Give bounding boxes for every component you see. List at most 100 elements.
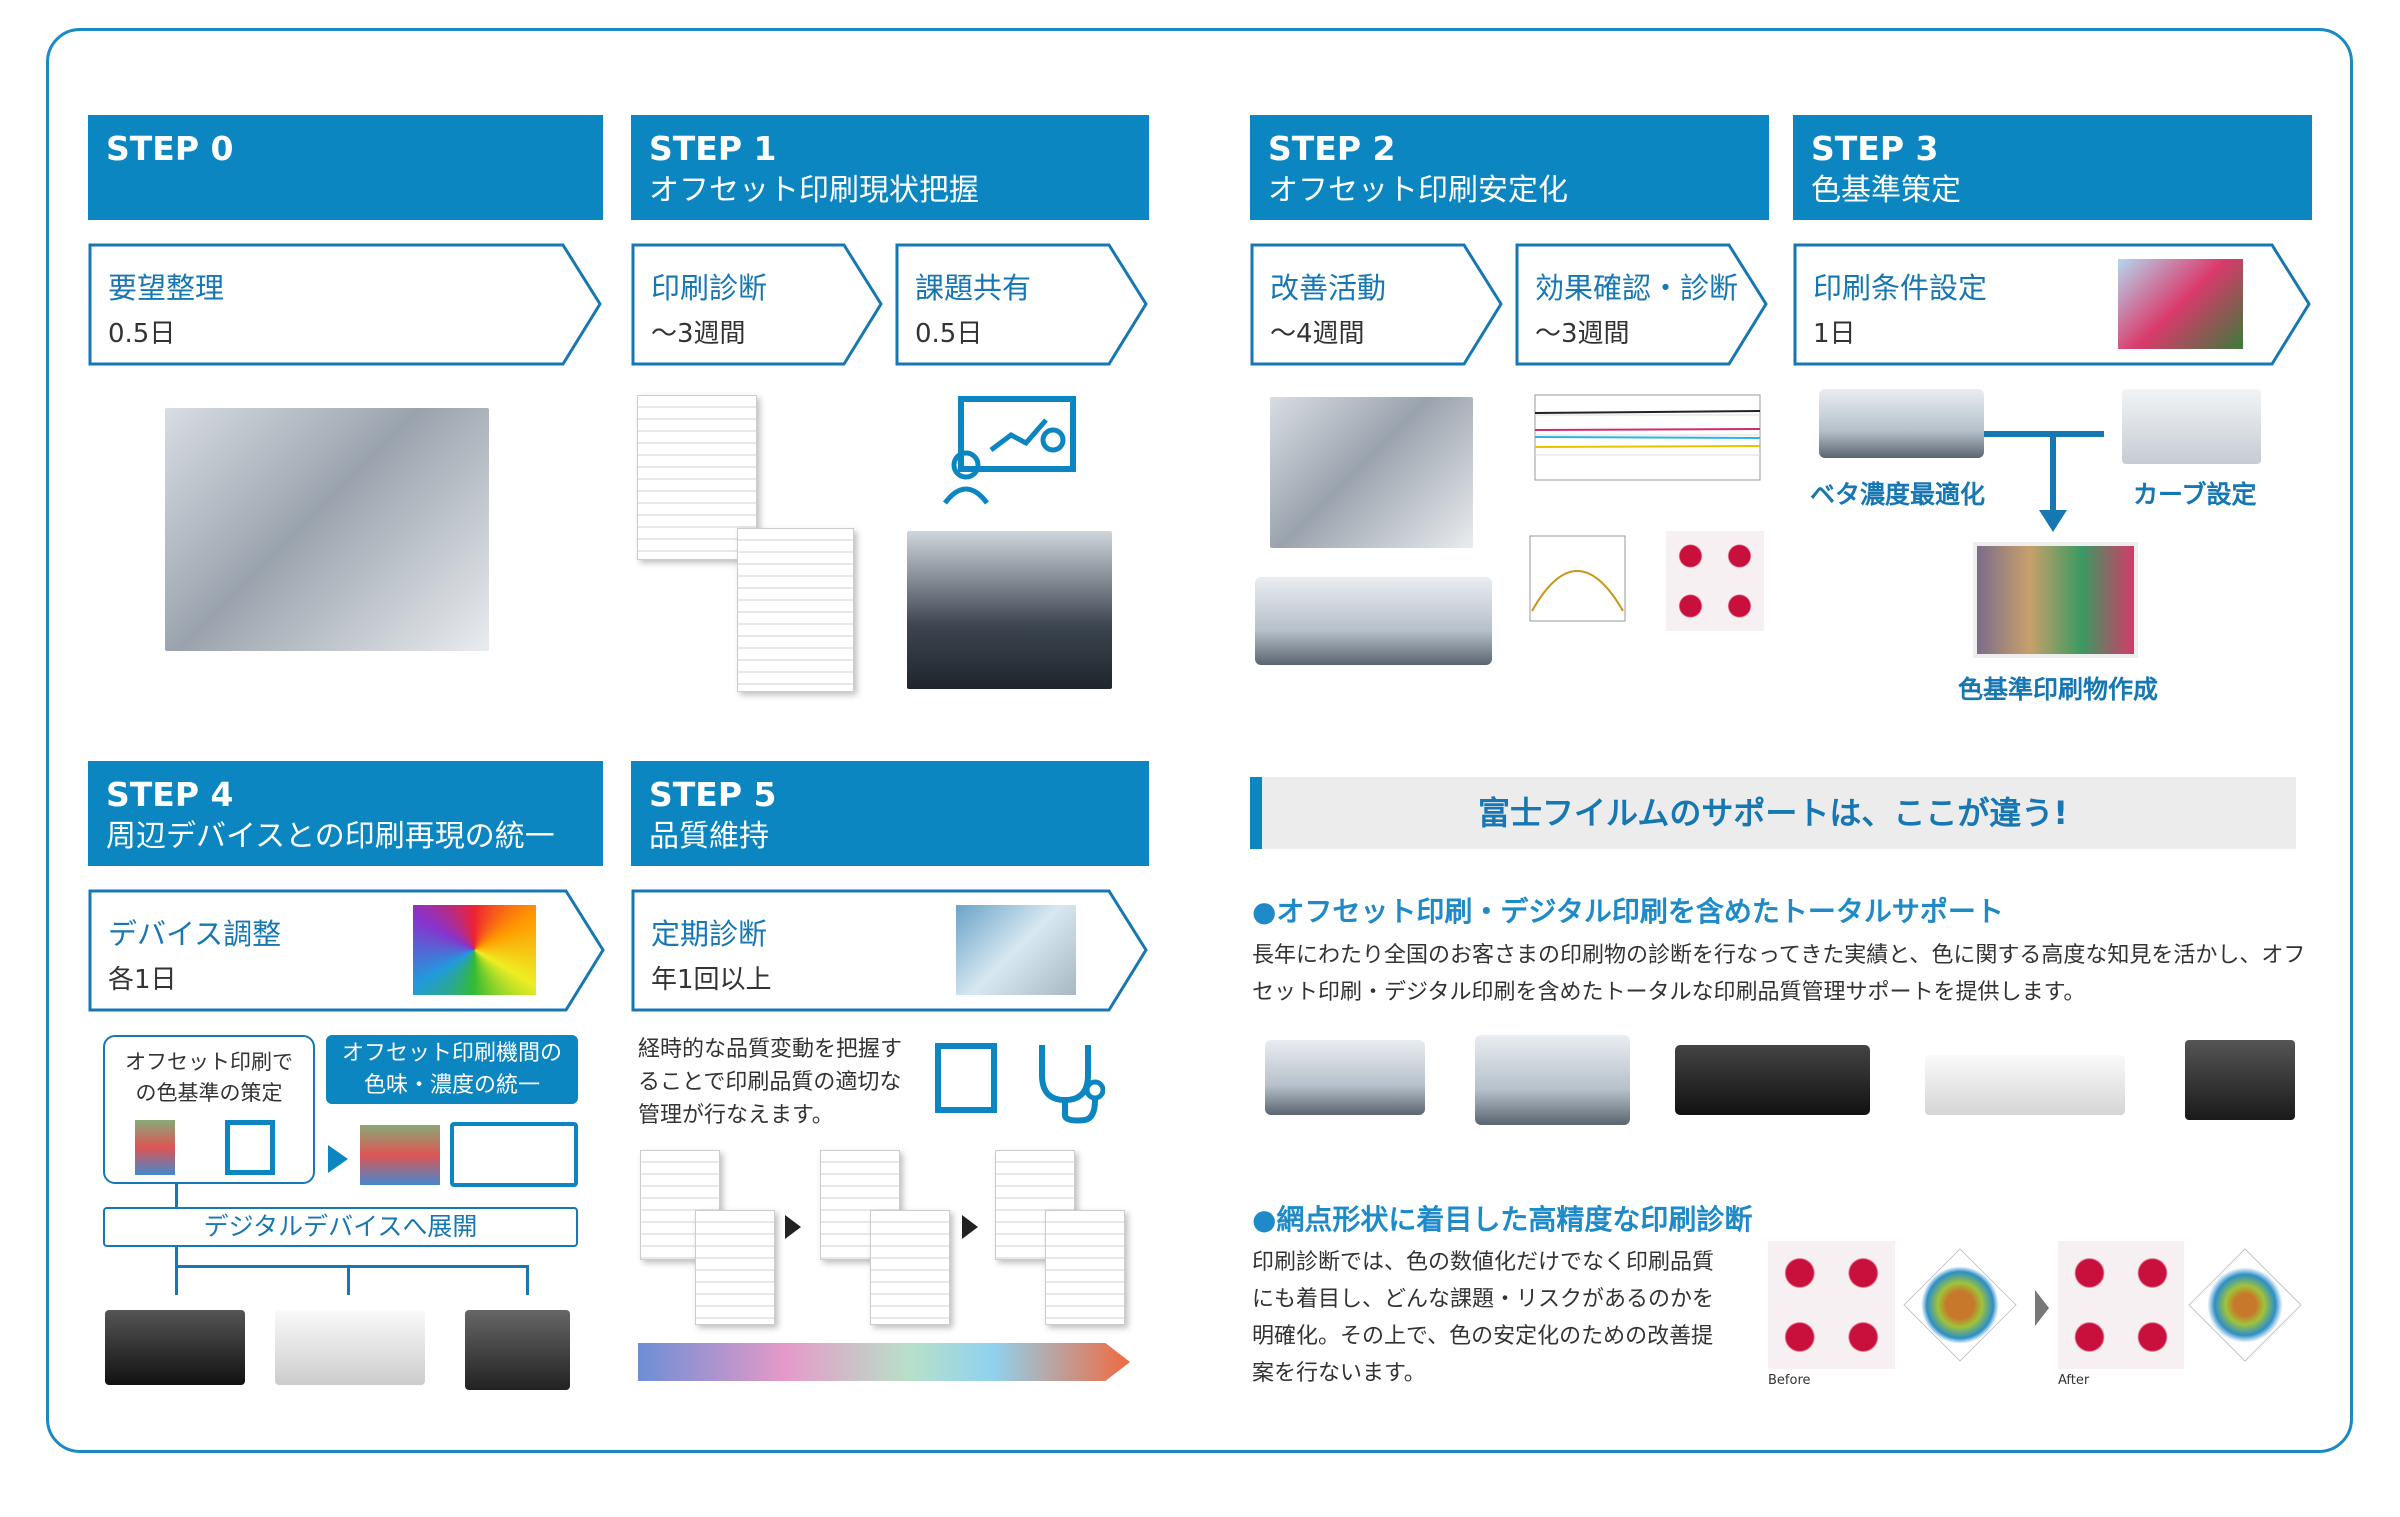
offset-press-image [1819,389,1984,458]
color-chart-image [135,1120,175,1175]
connector-line [1984,431,2104,437]
color-chart-image [360,1125,440,1185]
before-label: Before [1768,1373,1811,1388]
presentation-icon [943,396,1076,505]
print-sample-photo [2118,259,2243,349]
connector-line [2050,431,2056,516]
step-1-task-box: 課題共有 0.5日 [895,243,1149,366]
task-label: 印刷条件設定 [1813,271,1988,305]
step-0-task-box: 要望整理 0.5日 [88,243,603,366]
report-image [995,1150,1075,1260]
arrow-right-icon [962,1215,978,1239]
task-label: 効果確認・診断 [1535,271,1739,305]
color-standard-print-caption: 色基準印刷物作成 [1958,675,2159,704]
color-standard-text: オフセット印刷での色基準の策定 [125,1050,293,1105]
diagnosis-report-image [737,528,854,692]
task-label: 要望整理 [108,271,225,305]
chevron-outline [88,243,602,366]
halftone-diagnosis-heading: ●網点形状に着目した高精度な印刷診断 [1252,1203,1753,1236]
ctp-device-image [2122,389,2261,464]
task-label: デバイス調整 [108,917,282,951]
quality-maintenance-text: 経時的な品質変動を把握することで印刷品質の適切な管理が行なえます。 [638,1037,903,1128]
banner-accent-bar [1250,777,1262,849]
step-2-task-box: 効果確認・診断 〜3週間 [1515,243,1769,366]
task-duration: 〜3週間 [651,319,746,349]
color-standard-box: オフセット印刷での色基準の策定 [103,1035,315,1184]
density-line-chart [1534,394,1761,481]
task-duration: 〜3週間 [1535,319,1630,349]
connector-line [175,1247,178,1267]
connector-line [526,1265,529,1295]
device-calibration-image [413,905,536,995]
connector-line [347,1265,350,1295]
page-frame [46,28,2353,1453]
support-banner: 富士フイルムのサポートは、ここが違う! [1250,777,2296,849]
chevron-outline [1250,243,1503,366]
periodic-diagnosis-photo [956,905,1076,995]
digital-press-image [1925,1055,2125,1115]
offset-press-icon [450,1122,578,1187]
seasons-timeline-bar [638,1343,1130,1381]
task-duration: 0.5日 [915,319,983,349]
large-format-printer-image [465,1310,570,1390]
task-label: 改善活動 [1270,271,1387,305]
meeting-photo [165,408,489,651]
connector-line [175,1265,178,1295]
step-5-header: STEP 5 品質維持 [631,761,1149,866]
arrow-down-icon [2039,510,2067,532]
step-3-header: STEP 3 色基準策定 [1793,115,2312,220]
step-title: オフセット印刷現状把握 [649,173,979,208]
step-number: STEP 3 [1811,129,1939,168]
step-0-header: STEP 0 [88,115,603,220]
task-label: 印刷診断 [651,271,768,305]
offset-press-image [1255,577,1492,665]
total-support-heading: ●オフセット印刷・デジタル印刷を含めたトータルサポート [1252,895,2004,928]
after-label: After [2058,1373,2090,1388]
digital-expand-box: デジタルデバイスへ展開 [103,1207,578,1247]
solid-density-caption: ベタ濃度最適化 [1810,480,1986,509]
step-number: STEP 0 [106,129,234,168]
step-number: STEP 2 [1268,129,1396,168]
report-image [695,1210,775,1325]
chevron-outline [895,243,1148,366]
chevron-outline [631,243,883,366]
arch-chart [1529,535,1626,622]
task-duration: 1日 [1813,319,1856,349]
step-title: 品質維持 [649,819,769,854]
digital-expand-text: デジタルデバイスへ展開 [203,1212,478,1241]
before-halftone-image [1768,1241,1895,1369]
seminar-photo [907,531,1112,689]
step-number: STEP 5 [649,775,777,814]
step-2-task-box: 改善活動 〜4週間 [1250,243,1504,366]
step-1-task-box: 印刷診断 〜3週間 [631,243,884,366]
task-duration: 〜4週間 [1270,319,1365,349]
total-support-text: 長年にわたり全国のお客さまの印刷物の診断を行なってきた実績と、色に関する高度な知… [1252,943,2306,1005]
press-unification-box: オフセット印刷機間の色味・濃度の統一 [326,1035,578,1104]
offset-press-image [1265,1040,1425,1115]
halftone-diagnosis-text: 印刷診断では、色の数値化だけでなく印刷品質にも着目し、どんな課題・リスクがあるの… [1252,1250,1715,1386]
digital-press-image [105,1310,245,1385]
arrow-right-icon [785,1215,801,1239]
computer-mouse-icon [935,1043,997,1113]
task-duration: 0.5日 [108,319,176,349]
task-duration: 年1回以上 [651,965,772,995]
report-image [1045,1210,1125,1325]
digital-press-image [275,1310,425,1385]
connector-line [175,1184,178,1207]
step-title: オフセット印刷安定化 [1268,173,1568,208]
step-2-header: STEP 2 オフセット印刷安定化 [1250,115,1769,220]
report-image [870,1210,950,1325]
after-halftone-image [2058,1241,2184,1369]
arrow-right-icon [328,1145,348,1173]
step-title: 周辺デバイスとの印刷再現の統一 [106,819,555,854]
curve-setting-caption: カーブ設定 [2133,480,2257,509]
arrow-right-icon [2035,1290,2049,1326]
step-title: 色基準策定 [1811,173,1961,208]
support-banner-title: 富士フイルムのサポートは、ここが違う! [1478,794,2068,832]
step-number: STEP 1 [649,129,777,168]
halftone-dot-image [1666,531,1764,631]
press-unification-text: オフセット印刷機間の色味・濃度の統一 [341,1041,562,1098]
chevron-outline [1515,243,1768,366]
computer-mouse-icon [225,1120,275,1175]
